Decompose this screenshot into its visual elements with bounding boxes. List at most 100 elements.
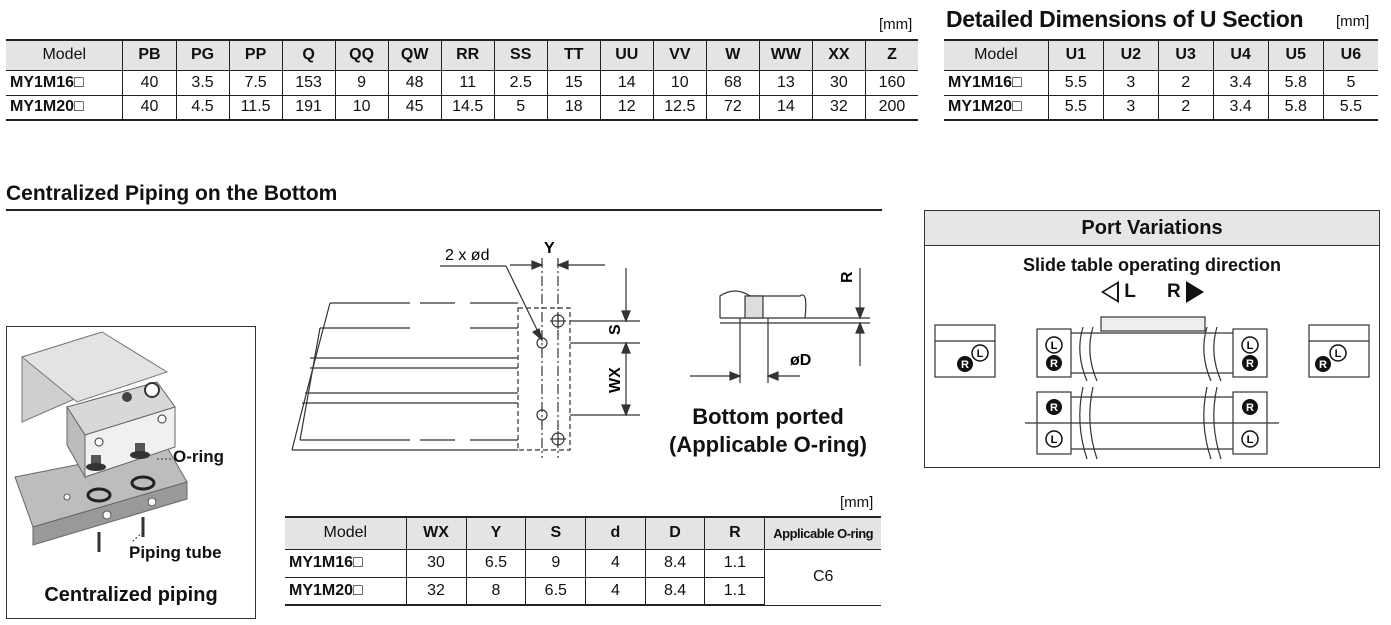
col-header-14: XX — [811, 39, 866, 71]
mark-r-1: R — [961, 359, 969, 371]
col-header-10: UU — [599, 39, 654, 71]
value-cell: 5.5 — [1322, 95, 1378, 121]
value-cell: 1.1 — [704, 577, 765, 606]
col-header-8: SS — [493, 39, 548, 71]
u-section-title: Detailed Dimensions of U Section — [946, 6, 1304, 32]
bottom-table-unit: [mm] — [840, 494, 874, 511]
col-header-4: U4 — [1212, 39, 1269, 71]
col-header-2: Y — [465, 516, 526, 550]
col-header-3: PP — [228, 39, 283, 71]
value-cell: 200 — [864, 95, 918, 121]
mark-r-6: R — [1246, 402, 1254, 414]
col-header-0: Model — [6, 39, 123, 71]
col-header-15: Z — [864, 39, 918, 71]
value-cell: 3 — [1102, 95, 1159, 121]
col-header-7: RR — [440, 39, 495, 71]
value-cell: 2 — [1157, 95, 1214, 121]
value-cell: 3.4 — [1212, 70, 1269, 96]
value-cell: 15 — [546, 70, 601, 96]
value-cell: 14 — [758, 95, 813, 121]
port-variations-title: Port Variations — [925, 211, 1379, 246]
value-cell: 40 — [122, 95, 177, 121]
mark-r-3: R — [1246, 358, 1254, 370]
model-cell: MY1M20□ — [944, 95, 1049, 121]
value-cell: 6.5 — [525, 577, 586, 606]
value-cell: 3 — [1102, 70, 1159, 96]
value-cell: 3.5 — [175, 70, 230, 96]
value-cell: 10 — [334, 95, 389, 121]
model-cell: MY1M20□ — [6, 95, 123, 121]
col-header-3: U3 — [1157, 39, 1214, 71]
dir-left: L — [1101, 281, 1136, 303]
port-variations-subtitle: Slide table operating direction — [1022, 255, 1282, 275]
col-header-5: D — [644, 516, 705, 550]
col-header-9: TT — [546, 39, 601, 71]
value-cell: 5.5 — [1047, 95, 1104, 121]
dim-wx-label: WX — [607, 367, 624, 393]
model-cell: MY1M16□ — [285, 549, 407, 578]
value-cell: 4.5 — [175, 95, 230, 121]
value-cell: 3.4 — [1212, 95, 1269, 121]
value-cell: 5 — [1322, 70, 1378, 96]
col-header-7: Applicable O-ring — [764, 516, 881, 550]
mark-r-5: R — [1050, 402, 1058, 414]
dir-right-label: R — [1167, 281, 1181, 303]
value-cell: 1.1 — [704, 549, 765, 578]
value-cell: 18 — [546, 95, 601, 121]
dir-right: R — [1167, 281, 1205, 303]
value-cell: 30 — [811, 70, 866, 96]
dim-r-label: R — [839, 271, 856, 283]
col-header-3: S — [525, 516, 586, 550]
value-cell: 8.4 — [644, 577, 705, 606]
value-cell: 2 — [1157, 70, 1214, 96]
col-header-0: Model — [285, 516, 407, 550]
col-header-4: Q — [281, 39, 336, 71]
port-variation-diagram: R L L R L R R L R L R L — [934, 316, 1370, 460]
value-cell: 12.5 — [652, 95, 707, 121]
value-cell: 5.5 — [1047, 70, 1104, 96]
value-cell: 2.5 — [493, 70, 548, 96]
value-cell: 32 — [811, 95, 866, 121]
value-cell: 5 — [493, 95, 548, 121]
piping-tube-label: Piping tube — [129, 543, 222, 562]
actuator-illustration — [14, 331, 188, 552]
port-variations-panel: Port Variations Slide table operating di… — [924, 210, 1380, 468]
col-header-0: Model — [944, 39, 1049, 71]
mark-l-6: L — [1247, 434, 1254, 446]
value-cell: 11.5 — [228, 95, 283, 121]
value-cell: 10 — [652, 70, 707, 96]
col-header-5: QQ — [334, 39, 389, 71]
col-header-1: U1 — [1047, 39, 1104, 71]
mark-l-2: L — [1051, 340, 1058, 352]
value-cell: 191 — [281, 95, 336, 121]
photo-caption: Centralized piping — [44, 584, 218, 606]
col-header-6: U6 — [1322, 39, 1378, 71]
col-header-12: W — [705, 39, 760, 71]
mark-r-4: R — [1319, 359, 1327, 371]
value-cell: 11 — [440, 70, 495, 96]
col-header-13: WW — [758, 39, 813, 71]
mark-r-2: R — [1050, 358, 1058, 370]
col-header-6: R — [704, 516, 765, 550]
dim-d-label: øD — [790, 352, 811, 369]
section-rule — [6, 209, 882, 211]
dir-left-label: L — [1124, 281, 1136, 303]
value-cell: 72 — [705, 95, 760, 121]
value-cell: 9 — [525, 549, 586, 578]
mark-l-4: L — [1335, 348, 1342, 360]
centralized-piping-photo-panel: O-ring Piping tube Centralized piping — [6, 326, 256, 619]
col-header-4: d — [585, 516, 646, 550]
bottom-ported-caption: Bottom ported — [692, 404, 844, 429]
value-cell: 160 — [864, 70, 918, 96]
col-header-1: WX — [405, 516, 467, 550]
value-cell: 9 — [334, 70, 389, 96]
model-cell: MY1M16□ — [6, 70, 123, 96]
value-cell: 8.4 — [644, 549, 705, 578]
col-header-11: VV — [652, 39, 707, 71]
